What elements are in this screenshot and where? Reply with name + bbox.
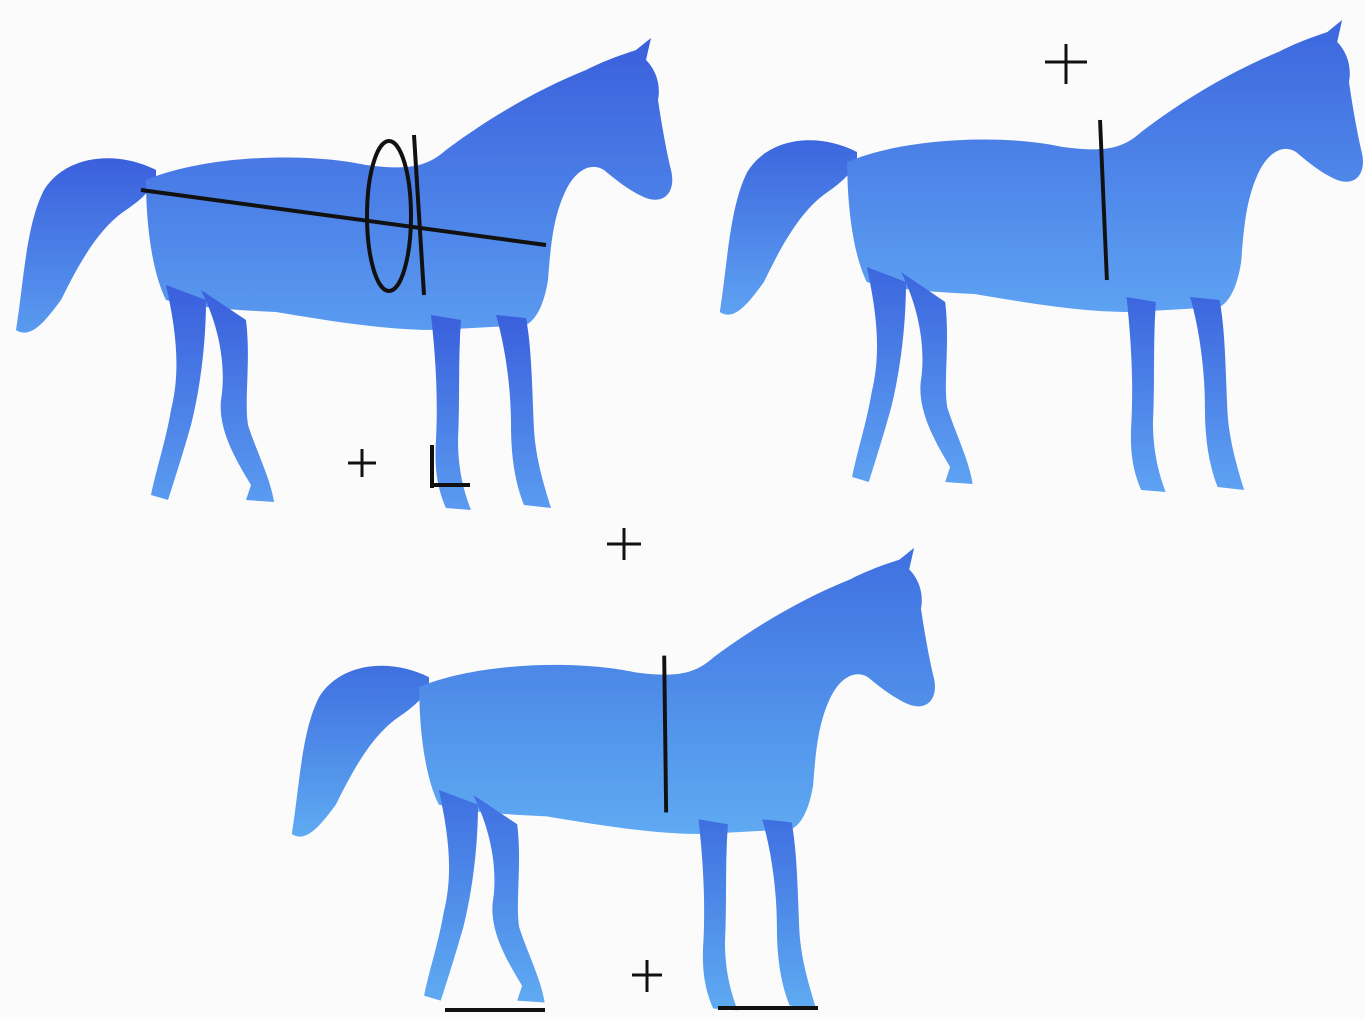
registration-mark xyxy=(1045,44,1087,84)
registration-mark xyxy=(348,449,376,477)
horse-top-right xyxy=(720,20,1363,492)
horse-silhouette xyxy=(292,548,935,1011)
horse-silhouette xyxy=(720,20,1363,492)
registration-mark xyxy=(607,528,641,560)
withers-height-line xyxy=(664,656,666,813)
registration-mark xyxy=(632,960,662,992)
horse-bottom xyxy=(292,548,935,1011)
horse-silhouette xyxy=(16,38,672,510)
horse-top-left xyxy=(16,38,672,510)
